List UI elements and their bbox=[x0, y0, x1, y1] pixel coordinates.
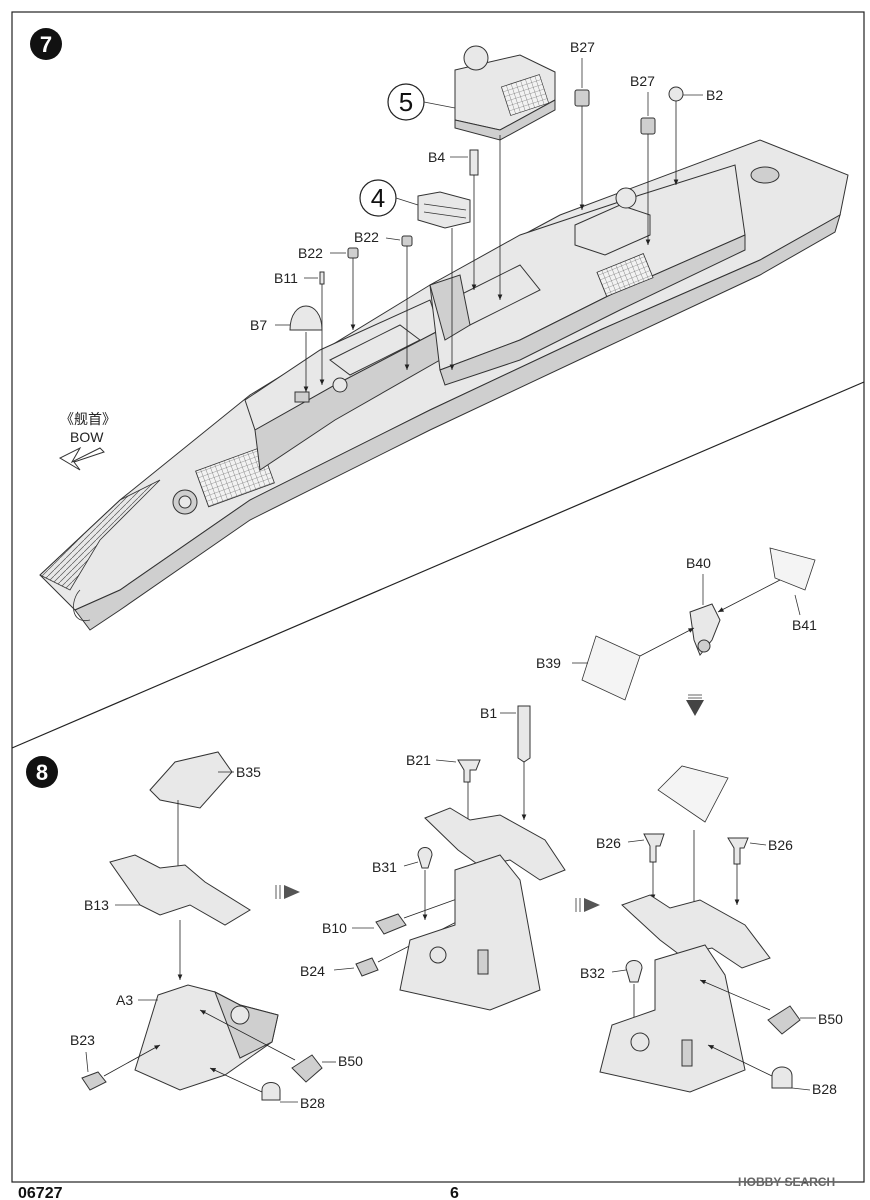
step-7-badge bbox=[30, 28, 62, 60]
stage-arrow-icon-a bbox=[284, 885, 300, 899]
step-8: 8 B35 B13 A3 B23 B50 B28 bbox=[26, 705, 843, 1111]
page-frame bbox=[11, 11, 865, 1183]
step-7-parts: B27 B27 B2 B4 B22 B22 bbox=[250, 39, 723, 392]
part-label-b11: B11 bbox=[274, 270, 298, 286]
page-number: 6 bbox=[450, 1185, 459, 1200]
dome-part bbox=[289, 305, 323, 331]
part-label-b40: B40 bbox=[686, 555, 711, 571]
right-platform-part bbox=[621, 894, 771, 969]
bow-indicator: 《舰首》 BOW bbox=[58, 411, 116, 471]
down-arrow-icon bbox=[686, 700, 704, 716]
stage-arrow-icon-b bbox=[584, 898, 600, 912]
part-label-b28-left: B28 bbox=[300, 1095, 325, 1111]
part-label-b22-a: B22 bbox=[298, 245, 323, 261]
step-8-middle-stage: B1 B21 B31 B10 B24 bbox=[300, 705, 566, 1011]
step-7: 7 bbox=[30, 28, 849, 631]
upper-platform-part bbox=[424, 807, 566, 881]
part-label-b26-right: B26 bbox=[768, 837, 793, 853]
part-label-b27-a: B27 bbox=[570, 39, 595, 55]
bow-label: BOW bbox=[70, 429, 104, 445]
part-label-b4: B4 bbox=[428, 149, 445, 165]
callout-4-number: 4 bbox=[371, 183, 385, 213]
part-label-b50-right: B50 bbox=[818, 1011, 843, 1027]
bow-arrow-icon bbox=[58, 446, 105, 471]
callout-5: 5 bbox=[387, 45, 556, 300]
part-label-b26-left: B26 bbox=[596, 835, 621, 851]
part-label-b10: B10 bbox=[322, 920, 347, 936]
part-label-a3: A3 bbox=[116, 992, 133, 1008]
part-label-b50-left: B50 bbox=[338, 1053, 363, 1069]
part-label-b24: B24 bbox=[300, 963, 325, 979]
callout-4: 4 bbox=[359, 179, 471, 370]
part-label-b28-right: B28 bbox=[812, 1081, 837, 1097]
step-8-right-stage: B26 B26 B32 B50 B28 bbox=[580, 765, 843, 1097]
product-code: 06727 bbox=[18, 1185, 63, 1200]
launcher-part bbox=[417, 191, 471, 229]
part-label-b27-b: B27 bbox=[630, 73, 655, 89]
bow-label-cn: 《舰首》 bbox=[60, 411, 116, 427]
radar-panel-small bbox=[769, 547, 816, 591]
radar-panel-large bbox=[581, 635, 641, 701]
step-divider bbox=[11, 381, 865, 749]
part-label-b35: B35 bbox=[236, 764, 261, 780]
forward-superstructure bbox=[244, 299, 441, 471]
main-superstructure bbox=[429, 164, 746, 386]
part-label-b32: B32 bbox=[580, 965, 605, 981]
step-7-number: 7 bbox=[40, 32, 52, 57]
part-label-b22-b: B22 bbox=[354, 229, 379, 245]
part-label-b21: B21 bbox=[406, 752, 431, 768]
radar-mount-part bbox=[689, 603, 721, 656]
callout-5-number: 5 bbox=[399, 87, 413, 117]
part-label-b39: B39 bbox=[536, 655, 561, 671]
platform-part bbox=[109, 854, 251, 926]
part-label-b13: B13 bbox=[84, 897, 109, 913]
radar-array-part bbox=[657, 765, 729, 823]
part-label-b41: B41 bbox=[792, 617, 817, 633]
middle-tower-part bbox=[399, 854, 541, 1011]
part-label-b2: B2 bbox=[706, 87, 723, 103]
part-label-b31: B31 bbox=[372, 859, 397, 875]
step-8-left-stage: B35 B13 A3 B23 B50 B28 bbox=[70, 751, 363, 1111]
watermark: HOBBY SEARCH bbox=[738, 1175, 835, 1189]
part-label-b7: B7 bbox=[250, 317, 267, 333]
deck-plate-part bbox=[149, 751, 233, 809]
step-8-sub-assembly: B40 B41 B39 bbox=[536, 547, 817, 716]
right-tower-part bbox=[599, 944, 746, 1093]
part-label-b23: B23 bbox=[70, 1032, 95, 1048]
part-label-b1: B1 bbox=[480, 705, 497, 721]
step-8-number: 8 bbox=[36, 760, 48, 785]
step-8-badge bbox=[26, 756, 58, 788]
